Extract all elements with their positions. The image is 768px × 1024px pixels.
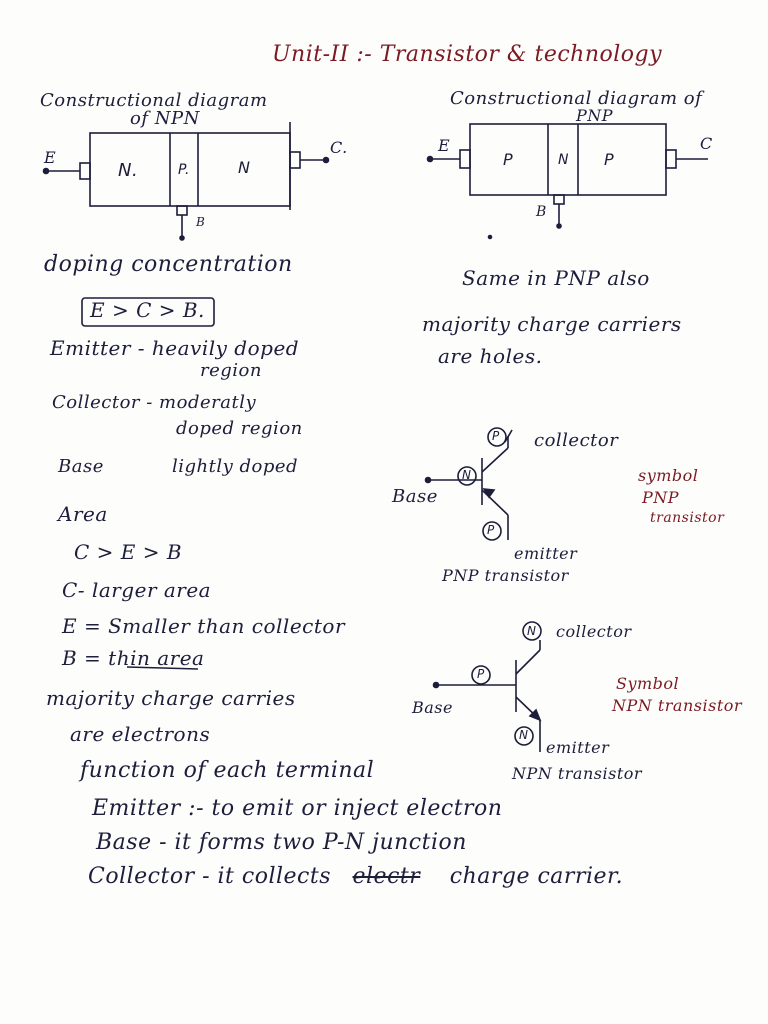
function-heading: function of each terminal — [80, 758, 375, 783]
npn-majority-2: are electrons — [70, 722, 211, 746]
base-doping-value: lightly doped — [172, 456, 299, 477]
pnp-b-label: B — [536, 204, 547, 220]
area-order: C > E > B — [74, 540, 183, 564]
npn-side-1: Symbol — [616, 674, 680, 693]
same-in-pnp: Same in PNP also — [462, 266, 650, 290]
npn-emitter-contact — [79, 162, 91, 180]
pnp-emitter-contact — [459, 149, 471, 169]
doping-heading: doping concentration — [44, 252, 293, 277]
pnp-majority-2: are holes. — [438, 344, 543, 368]
pnp-collector-contact — [665, 149, 677, 169]
emitter-area: E = Smaller than collector — [62, 614, 345, 638]
npn-symbol-collector: collector — [556, 622, 632, 641]
npn-heading: Constructional diagram — [40, 90, 268, 111]
base-doping-label: Base — [58, 456, 104, 477]
collector-area: C- larger area — [62, 578, 212, 602]
pnp-heading: Constructional diagram of — [450, 88, 703, 109]
base-area: B = thin area — [62, 646, 205, 670]
npn-tag-n2: N — [519, 728, 529, 742]
collector-doping: Collector - moderatly — [52, 392, 257, 413]
emitter-doping: Emitter - heavily doped — [50, 336, 300, 360]
npn-symbol — [432, 621, 542, 752]
pnp-region-2: N — [558, 152, 569, 168]
pnp-symbol-emitter: emitter — [514, 544, 578, 563]
npn-construction-diagram — [42, 122, 330, 241]
npn-region-1: N. — [118, 160, 139, 181]
pnp-base-contact — [553, 194, 565, 205]
function-base: Base - it forms two P-N junction — [96, 830, 467, 855]
emitter-doping-2: region — [200, 360, 262, 381]
npn-tag-n: N — [527, 624, 537, 638]
npn-c-label: C. — [330, 138, 348, 157]
npn-e-label: E — [44, 148, 57, 167]
pnp-tag-n: N — [462, 468, 472, 482]
pnp-e-label: E — [438, 136, 451, 155]
npn-symbol-emitter: emitter — [546, 738, 610, 757]
npn-symbol-base: Base — [412, 698, 453, 717]
area-heading: Area — [58, 502, 108, 526]
function-collector: Collector - it collects electr charge ca… — [88, 864, 623, 889]
npn-collector-contact — [289, 151, 301, 169]
function-collector-strike: electr — [352, 864, 421, 889]
emphasis-box-doping — [81, 297, 215, 327]
npn-region-2: P. — [178, 162, 190, 178]
collector-doping-2: doped region — [176, 418, 303, 439]
pnp-symbol-base: Base — [392, 486, 438, 507]
npn-heading-2: of NPN — [130, 108, 200, 129]
pnp-side-3: transistor — [650, 510, 725, 526]
pnp-symbol — [424, 427, 513, 541]
page-title: Unit-II :- Transistor & technology — [272, 42, 663, 67]
pnp-side-1: symbol — [638, 466, 699, 485]
npn-tag-p: P — [477, 667, 485, 681]
npn-symbol-caption: NPN transistor — [512, 764, 643, 783]
pnp-region-1: P — [503, 150, 514, 169]
pnp-symbol-caption: PNP transistor — [442, 566, 569, 585]
pnp-tag-p2: P — [487, 523, 495, 537]
function-collector-b: charge carrier. — [449, 864, 624, 889]
pnp-symbol-collector: collector — [534, 430, 619, 451]
pnp-c-label: C — [700, 134, 713, 153]
npn-b-label: B — [196, 215, 206, 229]
pnp-majority: majority charge carriers — [422, 312, 682, 336]
function-emitter: Emitter :- to emit or inject electron — [92, 796, 503, 821]
npn-side-2: NPN transistor — [612, 696, 743, 715]
npn-region-3: N — [238, 158, 251, 177]
function-collector-a: Collector - it collects — [88, 864, 331, 889]
doping-order: E > C > B. — [90, 298, 205, 322]
pnp-side-2: PNP — [642, 488, 680, 507]
pnp-construction-diagram — [426, 123, 708, 240]
pnp-tag-p: P — [492, 429, 500, 443]
npn-base-contact — [176, 205, 188, 216]
pnp-heading-2: PNP — [576, 106, 614, 125]
pnp-region-3: P — [604, 150, 615, 169]
npn-majority: majority charge carries — [46, 686, 296, 710]
